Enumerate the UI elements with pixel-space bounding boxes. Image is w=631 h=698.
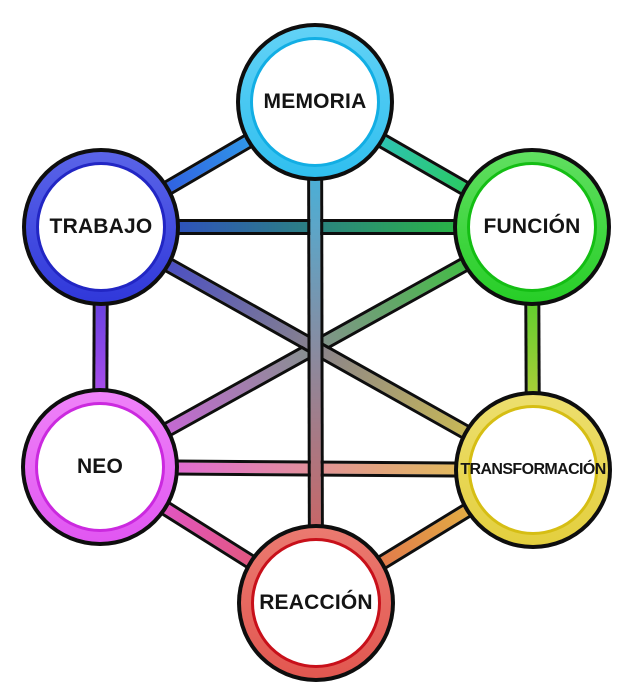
node-memoria-label: MEMORIA — [263, 90, 367, 113]
node-trabajo: TRABAJO — [22, 148, 180, 306]
node-trabajo-label: TRABAJO — [49, 215, 153, 238]
node-memoria-core: MEMORIA — [250, 37, 380, 167]
node-funcion-label: FUNCIÓN — [483, 215, 581, 238]
node-funcion-ring: FUNCIÓN — [457, 152, 607, 302]
node-reaccion-core: REACCIÓN — [251, 538, 381, 668]
node-reaccion-label: REACCIÓN — [259, 591, 373, 614]
node-memoria-ring: MEMORIA — [240, 27, 390, 177]
node-trabajo-ring: TRABAJO — [26, 152, 176, 302]
node-funcion-core: FUNCIÓN — [467, 162, 597, 292]
node-funcion: FUNCIÓN — [453, 148, 611, 306]
node-transformacion-ring: TRANSFORMACIÓN — [458, 395, 608, 545]
node-neo-ring: NEO — [25, 392, 175, 542]
node-transformacion: TRANSFORMACIÓN — [454, 391, 612, 549]
node-trabajo-core: TRABAJO — [36, 162, 166, 292]
node-reaccion-ring: REACCIÓN — [241, 528, 391, 678]
node-reaccion: REACCIÓN — [237, 524, 395, 682]
node-neo: NEO — [21, 388, 179, 546]
node-transformacion-label: TRANSFORMACIÓN — [460, 461, 606, 478]
node-memoria: MEMORIA — [236, 23, 394, 181]
node-neo-core: NEO — [35, 402, 165, 532]
node-transformacion-core: TRANSFORMACIÓN — [460, 405, 606, 535]
node-neo-label: NEO — [76, 455, 124, 478]
